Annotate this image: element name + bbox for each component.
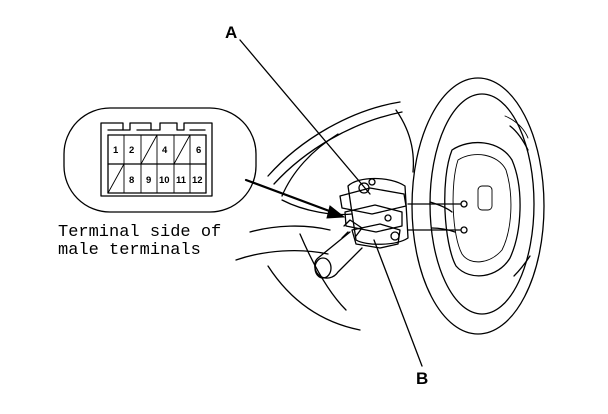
callout-b: B [416, 369, 428, 388]
inset-bubble [63, 107, 257, 213]
pin-10: 10 [159, 175, 170, 186]
inset-arrow-head [326, 205, 346, 219]
pin-12: 12 [192, 175, 203, 186]
horn-logo [477, 185, 493, 211]
caption-line-1: Terminal side of [58, 223, 221, 242]
pin-6: 6 [196, 145, 201, 156]
pin-2: 2 [129, 145, 134, 156]
leader-a [239, 39, 371, 195]
turn-signal-lever [314, 231, 363, 279]
combination-switch [314, 177, 468, 279]
empty-cavity-7 [107, 163, 125, 194]
steering-wheel [411, 77, 545, 335]
connector-inset: 1 2 4 6 8 9 10 11 12 [63, 107, 257, 213]
pin-9: 9 [146, 175, 151, 186]
pin-8: 8 [129, 175, 134, 186]
dashboard-outline [235, 101, 415, 331]
connector-outline [100, 122, 213, 197]
empty-cavity-5 [173, 134, 191, 165]
empty-cavity-3 [140, 134, 158, 165]
airbag-hub [444, 141, 521, 277]
caption-line-2: male terminals [58, 241, 201, 260]
pin-1: 1 [113, 145, 119, 156]
callout-a: A [225, 23, 237, 42]
pin-4: 4 [162, 145, 168, 156]
leader-b [373, 239, 423, 367]
inset-arrow [244, 178, 334, 214]
pin-11: 11 [176, 175, 187, 186]
